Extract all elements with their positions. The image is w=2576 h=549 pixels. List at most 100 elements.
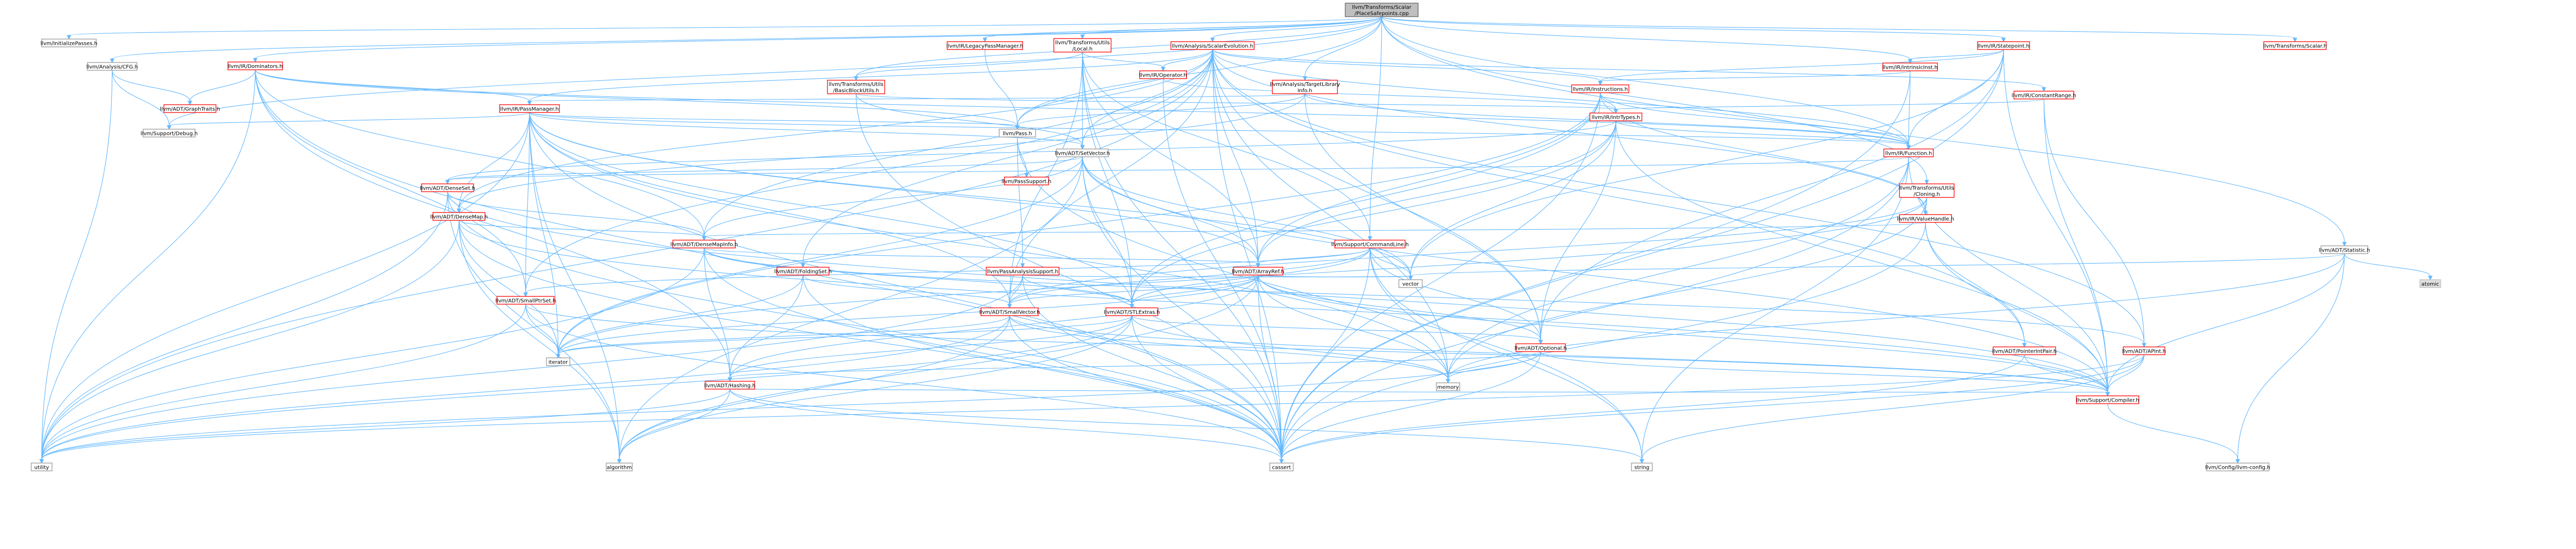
node-arrayref[interactable]: llvm/ADT/ArrayRef.h [1232, 267, 1284, 276]
edge-valuehandle-to-cassert [1279, 222, 1926, 464]
node-box [1631, 463, 1653, 471]
edge-arrayref-to-smallvector [1007, 274, 1259, 309]
edge-root-to-tli [1303, 16, 1382, 81]
node-atomic[interactable]: atomic [2419, 279, 2441, 288]
node-cassert[interactable]: cassert [1269, 463, 1294, 471]
node-box [499, 104, 560, 113]
node-passsupport[interactable]: llvm/PassSupport.h [1002, 177, 1052, 185]
node-box [2419, 279, 2441, 288]
edge-stlextras-to-memory [1131, 315, 1450, 384]
edge-cfg-to-utility [39, 70, 113, 464]
node-apint[interactable]: llvm/ADT/APInt.h [2122, 346, 2166, 355]
node-foldingset[interactable]: llvm/ADT/FoldingSet.h [774, 267, 832, 276]
node-densemapinfo[interactable]: llvm/ADT/DenseMapInfo.h [670, 240, 738, 248]
node-cloning[interactable]: llvm/Transforms/Utils/Cloning.h [1899, 183, 1955, 198]
node-box [1105, 307, 1158, 316]
node-label: llvm/IR/PassManager.h [500, 107, 558, 113]
node-vector[interactable]: vector [1398, 279, 1423, 288]
node-label: llvm/IR/Operator.h [1139, 73, 1187, 79]
node-label: llvm/ADT/DenseMap.h [430, 215, 488, 220]
edge-scev-to-setvector [1080, 49, 1213, 150]
node-label: llvm/Transforms/Scalar.h [2263, 44, 2327, 49]
node-scev[interactable]: llvm/Analysis/ScalarEvolution.h [1170, 41, 1255, 50]
node-label: llvm/IR/IntrTypes.h [1592, 115, 1640, 121]
node-intrtypes[interactable]: llvm/IR/IntrTypes.h [1589, 113, 1642, 121]
node-label: llvm/IR/Dominators.h [228, 64, 283, 70]
node-denseset[interactable]: llvm/ADT/DenseSet.h [420, 183, 475, 192]
node-legacypm[interactable]: llvm/IR/LegacyPassManager.h [947, 41, 1024, 50]
node-label: llvm/ADT/FoldingSet.h [774, 269, 832, 275]
node-densemap[interactable]: llvm/ADT/DenseMap.h [430, 212, 488, 221]
edge-stlextras-to-iterator [556, 315, 1132, 359]
node-hashing[interactable]: llvm/ADT/Hashing.h [704, 381, 756, 390]
node-label: llvm/Config/llvm-config.h [2205, 465, 2271, 471]
node-box [1334, 240, 1406, 248]
edge-statepoint-to-intrinsicinst [1908, 49, 2004, 64]
edge-optional-to-memory [1446, 351, 1541, 384]
edge-pointerintpair-to-cassert [1279, 354, 2025, 464]
node-valuehandle[interactable]: llvm/IR/ValueHandle.h [1897, 214, 1954, 223]
node-algorithm[interactable]: algorithm [606, 463, 633, 471]
node-initpasses[interactable]: llvm/InitializePasses.h [41, 39, 97, 47]
edge-legacypm-to-pass [984, 49, 1020, 130]
node-statistic[interactable]: llvm/ADT/Statistic.h [2319, 245, 2370, 254]
node-label: cassert [1272, 465, 1291, 471]
node-function[interactable]: llvm/IR/Function.h [1883, 148, 1934, 157]
edge-scev-to-foldingset [800, 49, 1213, 268]
node-utility[interactable]: utility [31, 463, 53, 471]
node-cfg[interactable]: llvm/Analysis/CFG.h [86, 62, 138, 71]
node-llvmconfig[interactable]: llvm/Config/llvm-config.h [2205, 463, 2271, 471]
node-instructions[interactable]: llvm/IR/Instructions.h [1571, 84, 1629, 93]
node-commandline[interactable]: llvm/Support/CommandLine.h [1331, 240, 1409, 248]
node-box [999, 129, 1036, 138]
node-box [421, 183, 474, 192]
node-passmanager[interactable]: llvm/IR/PassManager.h [499, 104, 560, 113]
node-label: llvm/Transforms/Scalar [1352, 5, 1412, 10]
node-pointerintpair[interactable]: llvm/ADT/PointerIntPair.h [1992, 346, 2057, 355]
node-box [1398, 279, 1423, 288]
node-debug[interactable]: llvm/Support/Debug.h [141, 129, 198, 138]
node-optional[interactable]: llvm/ADT/Optional.h [1514, 343, 1567, 352]
node-operator[interactable]: llvm/IR/Operator.h [1139, 70, 1187, 79]
node-stlextras[interactable]: llvm/ADT/STLExtras.h [1104, 307, 1160, 316]
node-box [1233, 267, 1283, 276]
node-graphtraits[interactable]: llvm/ADT/GraphTraits.h [160, 104, 220, 113]
node-utilslocal[interactable]: llvm/Transforms/Utils/Local.h [1053, 38, 1112, 53]
edge-apint-to-cassert [1279, 354, 2145, 464]
edge-hashing-to-algorithm [617, 389, 731, 464]
node-statepoint[interactable]: llvm/IR/Statepoint.h [1977, 41, 2030, 50]
node-string[interactable]: string [1631, 463, 1653, 471]
node-label: llvm/ADT/Statistic.h [2319, 248, 2370, 254]
node-pass[interactable]: llvm/Pass.h [999, 129, 1036, 138]
node-smallptrset[interactable]: llvm/ADT/SmallPtrSet.h [495, 296, 556, 305]
node-setvector[interactable]: llvm/ADT/SetVector.h [1055, 148, 1110, 157]
node-box [432, 212, 486, 221]
edge-root-to-statepoint [1381, 16, 2006, 43]
node-label: llvm/Transforms/Utils [1899, 185, 1954, 191]
node-box [1899, 214, 1952, 223]
edge-densemap-to-iterator [458, 220, 560, 359]
node-intrinsicinst[interactable]: llvm/IR/IntrinsicInst.h [1882, 63, 1938, 71]
node-label: llvm/ADT/SetVector.h [1055, 151, 1110, 157]
node-label: llvm/ADT/GraphTraits.h [160, 107, 220, 113]
edge-scev-to-operator [1161, 49, 1213, 72]
node-iterator[interactable]: iterator [546, 357, 570, 366]
edge-denseset-to-compiler [447, 191, 2110, 397]
node-transforms_scalar[interactable]: llvm/Transforms/Scalar.h [2263, 41, 2327, 50]
node-dominators[interactable]: llvm/IR/Dominators.h [227, 61, 283, 70]
edge-dominators-to-utility [39, 69, 256, 464]
node-box [827, 80, 885, 94]
node-box [1883, 148, 1934, 157]
node-box [1589, 113, 1642, 121]
edge-smallvector-to-cassert [1009, 315, 1284, 464]
edge-statistic-to-vector [1408, 253, 2345, 281]
node-passanalysissupport[interactable]: llvm/PassAnalysisSupport.h [986, 267, 1060, 276]
edge-root-to-function [1381, 16, 1911, 150]
node-bbutils[interactable]: llvm/Transforms/Utils/BasicBlockUtils.h [827, 80, 885, 94]
node-compiler[interactable]: llvm/Support/Compiler.h [2076, 395, 2139, 404]
edge-passanalysissupport-to-vector [1022, 274, 1413, 281]
node-memory[interactable]: memory [1436, 382, 1460, 391]
node-constantrange[interactable]: llvm/IR/ConstantRange.h [2011, 91, 2076, 99]
node-smallvector[interactable]: llvm/ADT/SmallVector.h [979, 307, 1040, 316]
